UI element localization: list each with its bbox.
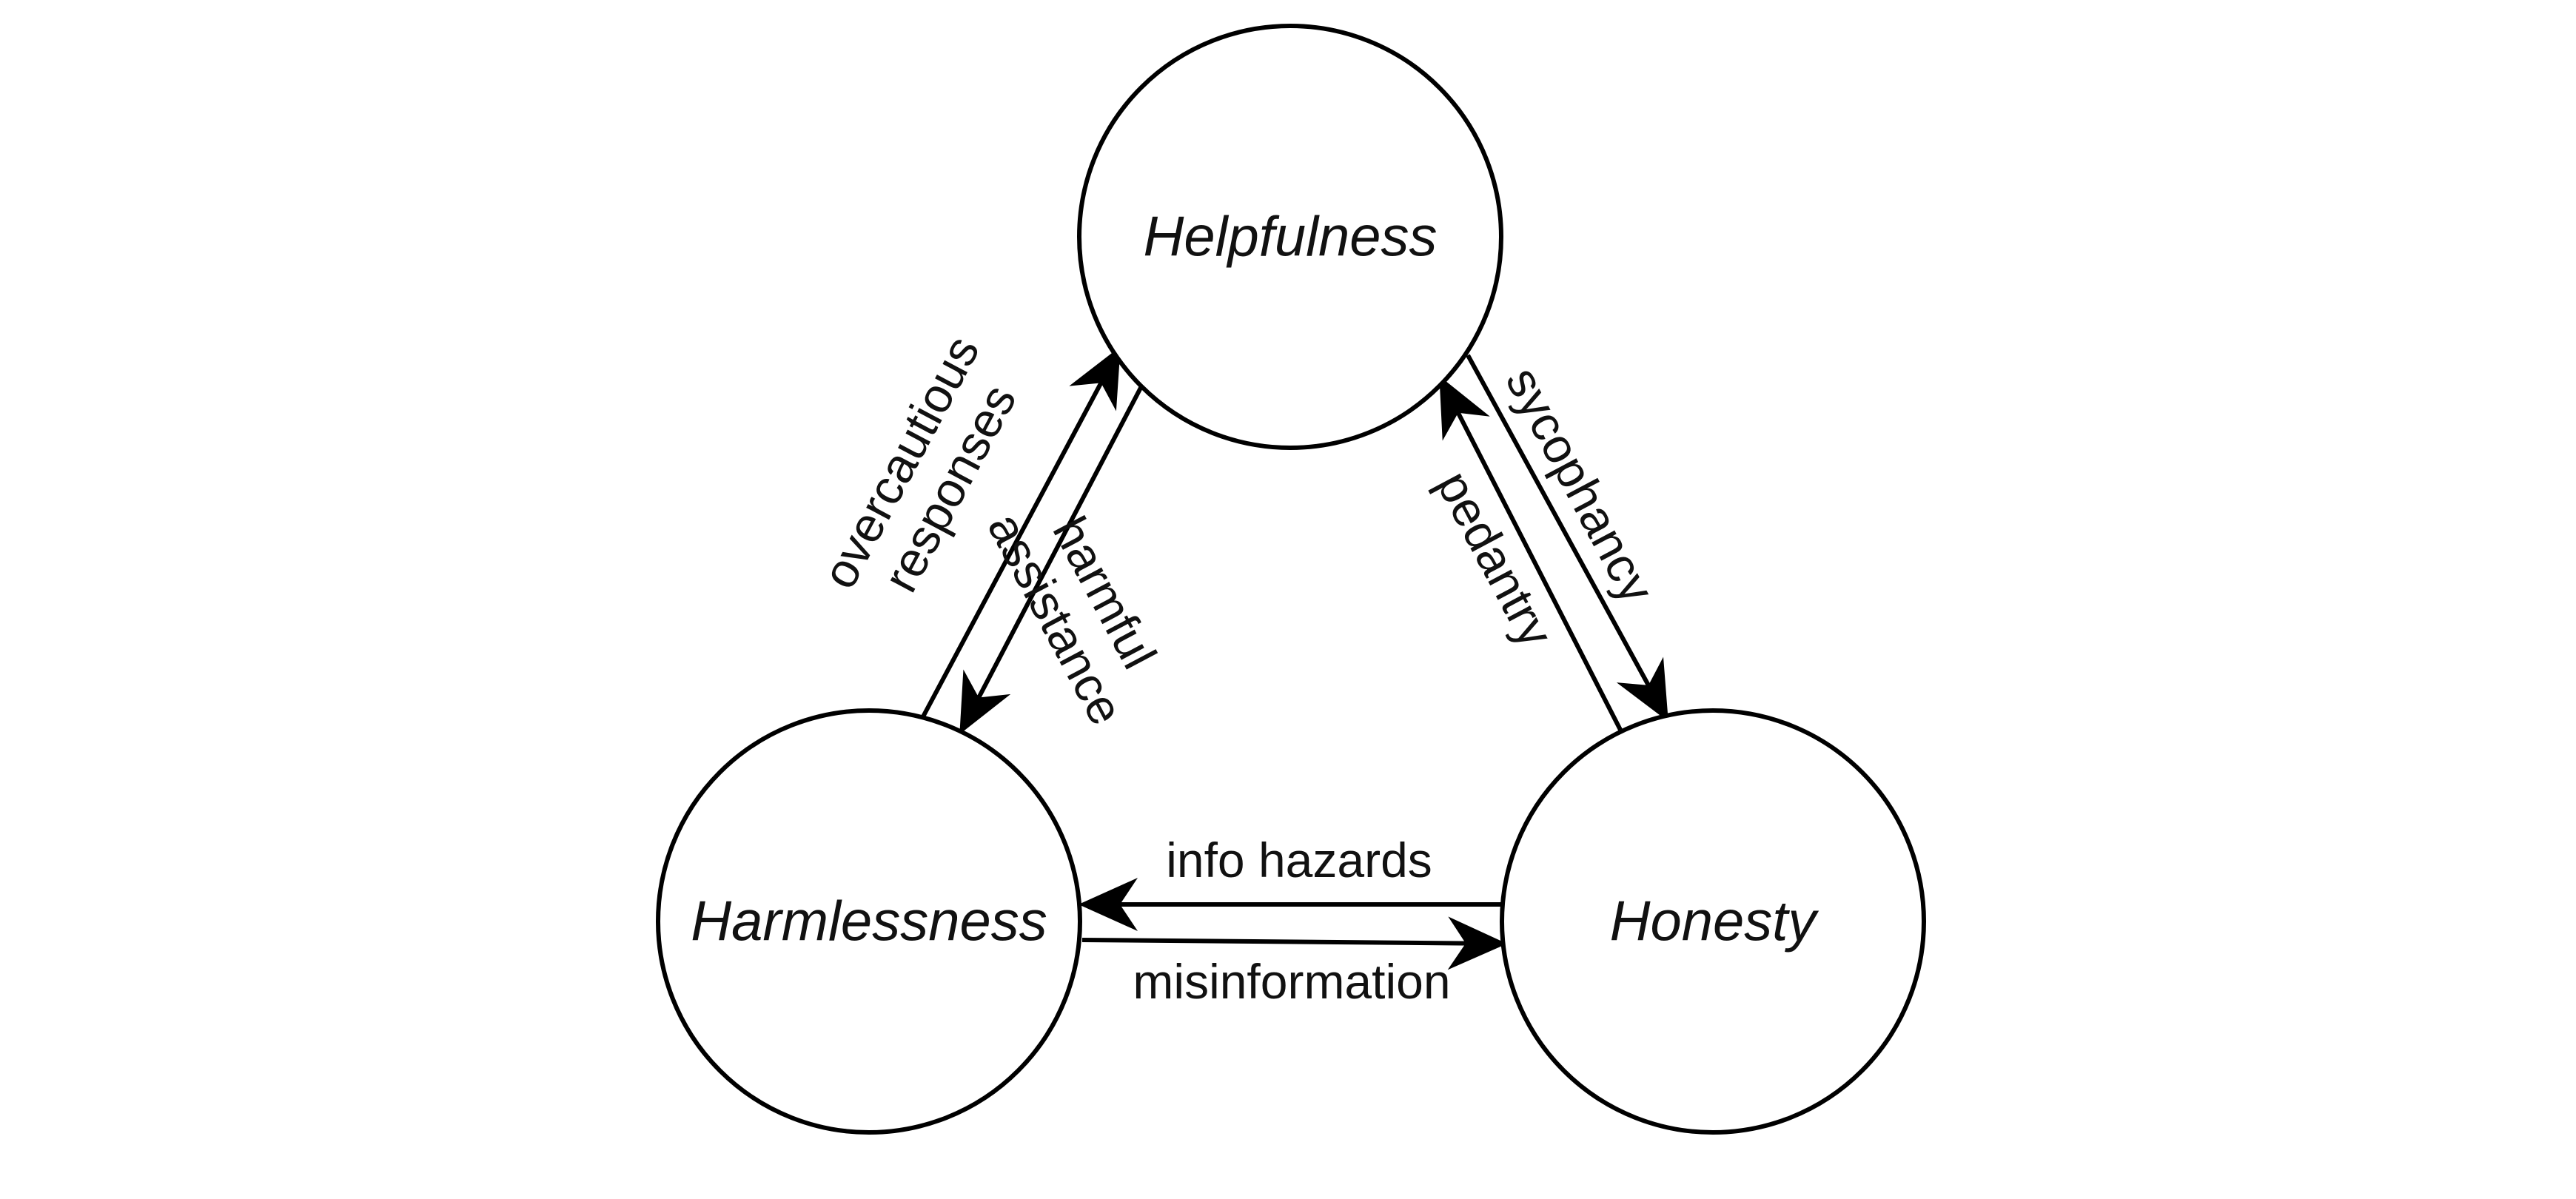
node-harmlessness: Harmlessness [656, 708, 1082, 1135]
label-misinformation: misinformation [1133, 954, 1450, 1009]
honesty-label: Honesty [1610, 890, 1819, 953]
edge-misinformation-arrow [1081, 916, 1507, 970]
harmlessness-label: Harmlessness [691, 890, 1047, 953]
label-info-hazards: info hazards [1166, 833, 1432, 887]
node-helpfulness: Helpfulness [1077, 24, 1503, 450]
helpfulness-circle [1077, 24, 1503, 450]
honesty-circle [1500, 708, 1926, 1135]
node-honesty: Honesty [1500, 708, 1926, 1135]
edge-pedantry-arrow [1439, 375, 1623, 733]
edge-overcautious-arrow [919, 346, 1121, 721]
helpfulness-label: Helpfulness [1143, 206, 1437, 269]
edge-harmful-assistance-arrow [959, 385, 1144, 735]
edge-sycophancy-arrow [1466, 354, 1668, 722]
edges [919, 346, 1668, 970]
harmlessness-circle [656, 708, 1082, 1135]
